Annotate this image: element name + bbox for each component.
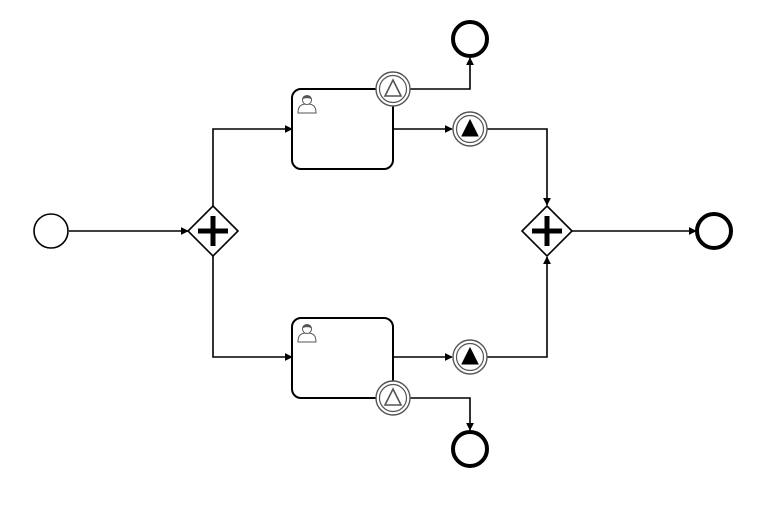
escalation-icon	[383, 387, 403, 406]
sequence-flows	[69, 57, 697, 431]
parallel-plus-icon	[532, 216, 562, 246]
end-event-bottom[interactable]	[451, 430, 489, 468]
boundary-escalation-top[interactable]	[375, 71, 411, 107]
user-task-top[interactable]	[291, 88, 394, 170]
split-gateway[interactable]	[186, 204, 240, 258]
user-task-bottom[interactable]	[291, 317, 394, 399]
end-event-top[interactable]	[451, 20, 489, 58]
flow-top-boundary-to-end[interactable]	[410, 57, 474, 90]
flow-bottom-boundary-to-end[interactable]	[410, 397, 474, 431]
end-event-main[interactable]	[695, 212, 733, 250]
escalation-filled-icon	[461, 118, 479, 137]
flow-split-to-top-task[interactable]	[212, 125, 293, 206]
start-event[interactable]	[33, 213, 69, 249]
escalation-filled-icon	[461, 346, 479, 365]
escalation-throw-bottom[interactable]	[452, 339, 488, 375]
user-icon	[297, 95, 317, 114]
user-icon	[297, 324, 317, 343]
flow-split-to-bottom-task[interactable]	[212, 256, 293, 361]
flow-top-throw-to-join[interactable]	[487, 128, 551, 206]
escalation-icon	[383, 78, 403, 97]
join-gateway[interactable]	[520, 204, 574, 258]
escalation-throw-top[interactable]	[452, 111, 488, 147]
flow-bottom-throw-to-join[interactable]	[487, 256, 551, 358]
boundary-escalation-bottom[interactable]	[375, 380, 411, 416]
parallel-plus-icon	[198, 216, 228, 246]
